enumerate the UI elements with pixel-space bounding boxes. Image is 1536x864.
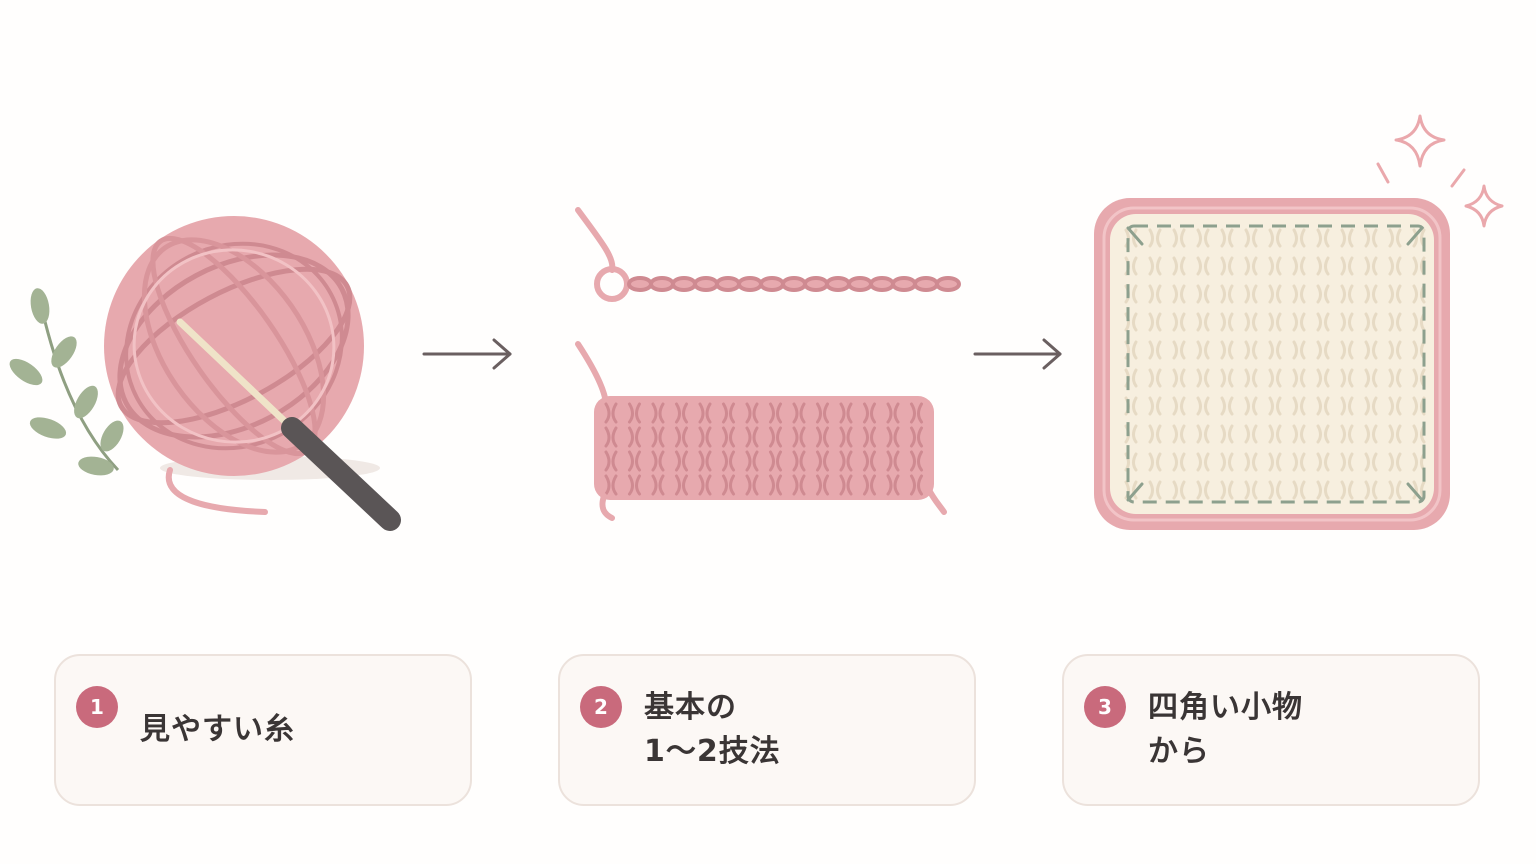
step-number-badge: 1 [76, 686, 118, 728]
step-label-line: 四角い小物 [1148, 690, 1303, 725]
step-card-3: 3 四角い小物 から [1062, 654, 1480, 806]
arrow-right-icon [422, 338, 512, 370]
step-label: 見やすい糸 [140, 708, 295, 752]
leaf-sprig-icon [9, 288, 124, 476]
crochet-hook-icon [176, 318, 401, 531]
step-label-line: 基本の [644, 690, 737, 725]
step-card-2: 2 基本の 1〜2技法 [558, 654, 976, 806]
step-label-line: から [1148, 734, 1210, 769]
step-label: 四角い小物 から [1148, 686, 1303, 774]
yarn-ball-icon [104, 216, 364, 515]
square-coaster-icon [1094, 198, 1450, 530]
step-3-illustration [1094, 114, 1504, 530]
stitch-swatch-icon [575, 341, 947, 521]
sparkle-icon [1376, 114, 1504, 228]
step-label-line: 見やすい糸 [140, 712, 295, 747]
step-1-illustration [9, 216, 401, 531]
step-label-line: 1〜2技法 [644, 734, 781, 769]
step-card-1: 1 見やすい糸 [54, 654, 472, 806]
step-label: 基本の 1〜2技法 [644, 686, 781, 774]
arrow-right-icon [973, 338, 1062, 370]
step-2-illustration [575, 207, 961, 521]
step-number-badge: 3 [1084, 686, 1126, 728]
chain-stitch-icon [575, 207, 961, 302]
step-number-badge: 2 [580, 686, 622, 728]
